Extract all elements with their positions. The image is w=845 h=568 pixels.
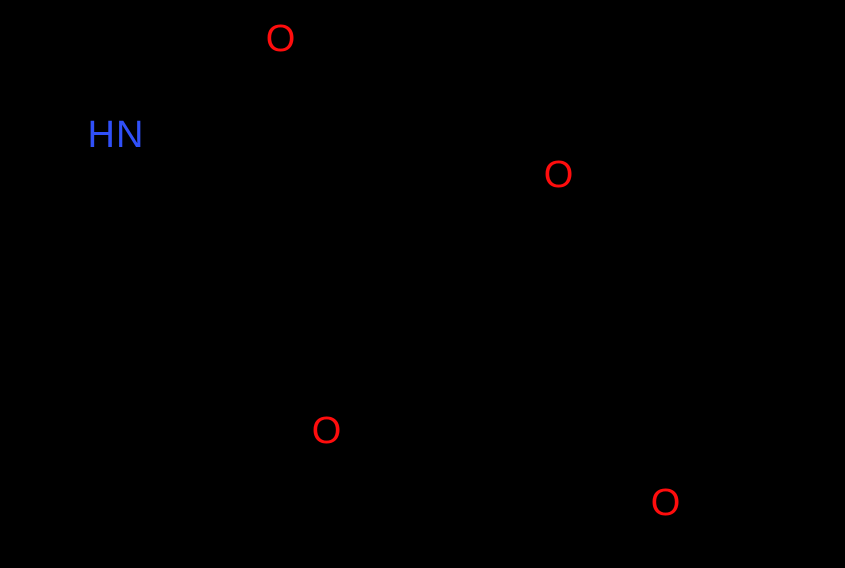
atom-label-oxygen-ether-upper: O bbox=[543, 154, 575, 196]
atom-label-oxygen-ether-left: O bbox=[311, 410, 343, 452]
atom-label-oxygen-carbonyl: O bbox=[265, 18, 297, 60]
atom-label-nitrogen-amine: HN bbox=[87, 114, 145, 156]
atom-label-oxygen-ether-lower: O bbox=[650, 482, 682, 524]
